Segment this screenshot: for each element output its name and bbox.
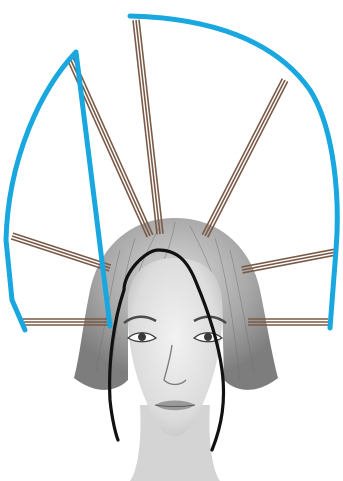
spoke-right-top: [202, 79, 287, 238]
spoke-right-mid: [241, 249, 336, 273]
face-icon: [124, 258, 226, 436]
spoke-left-mid: [11, 233, 111, 271]
